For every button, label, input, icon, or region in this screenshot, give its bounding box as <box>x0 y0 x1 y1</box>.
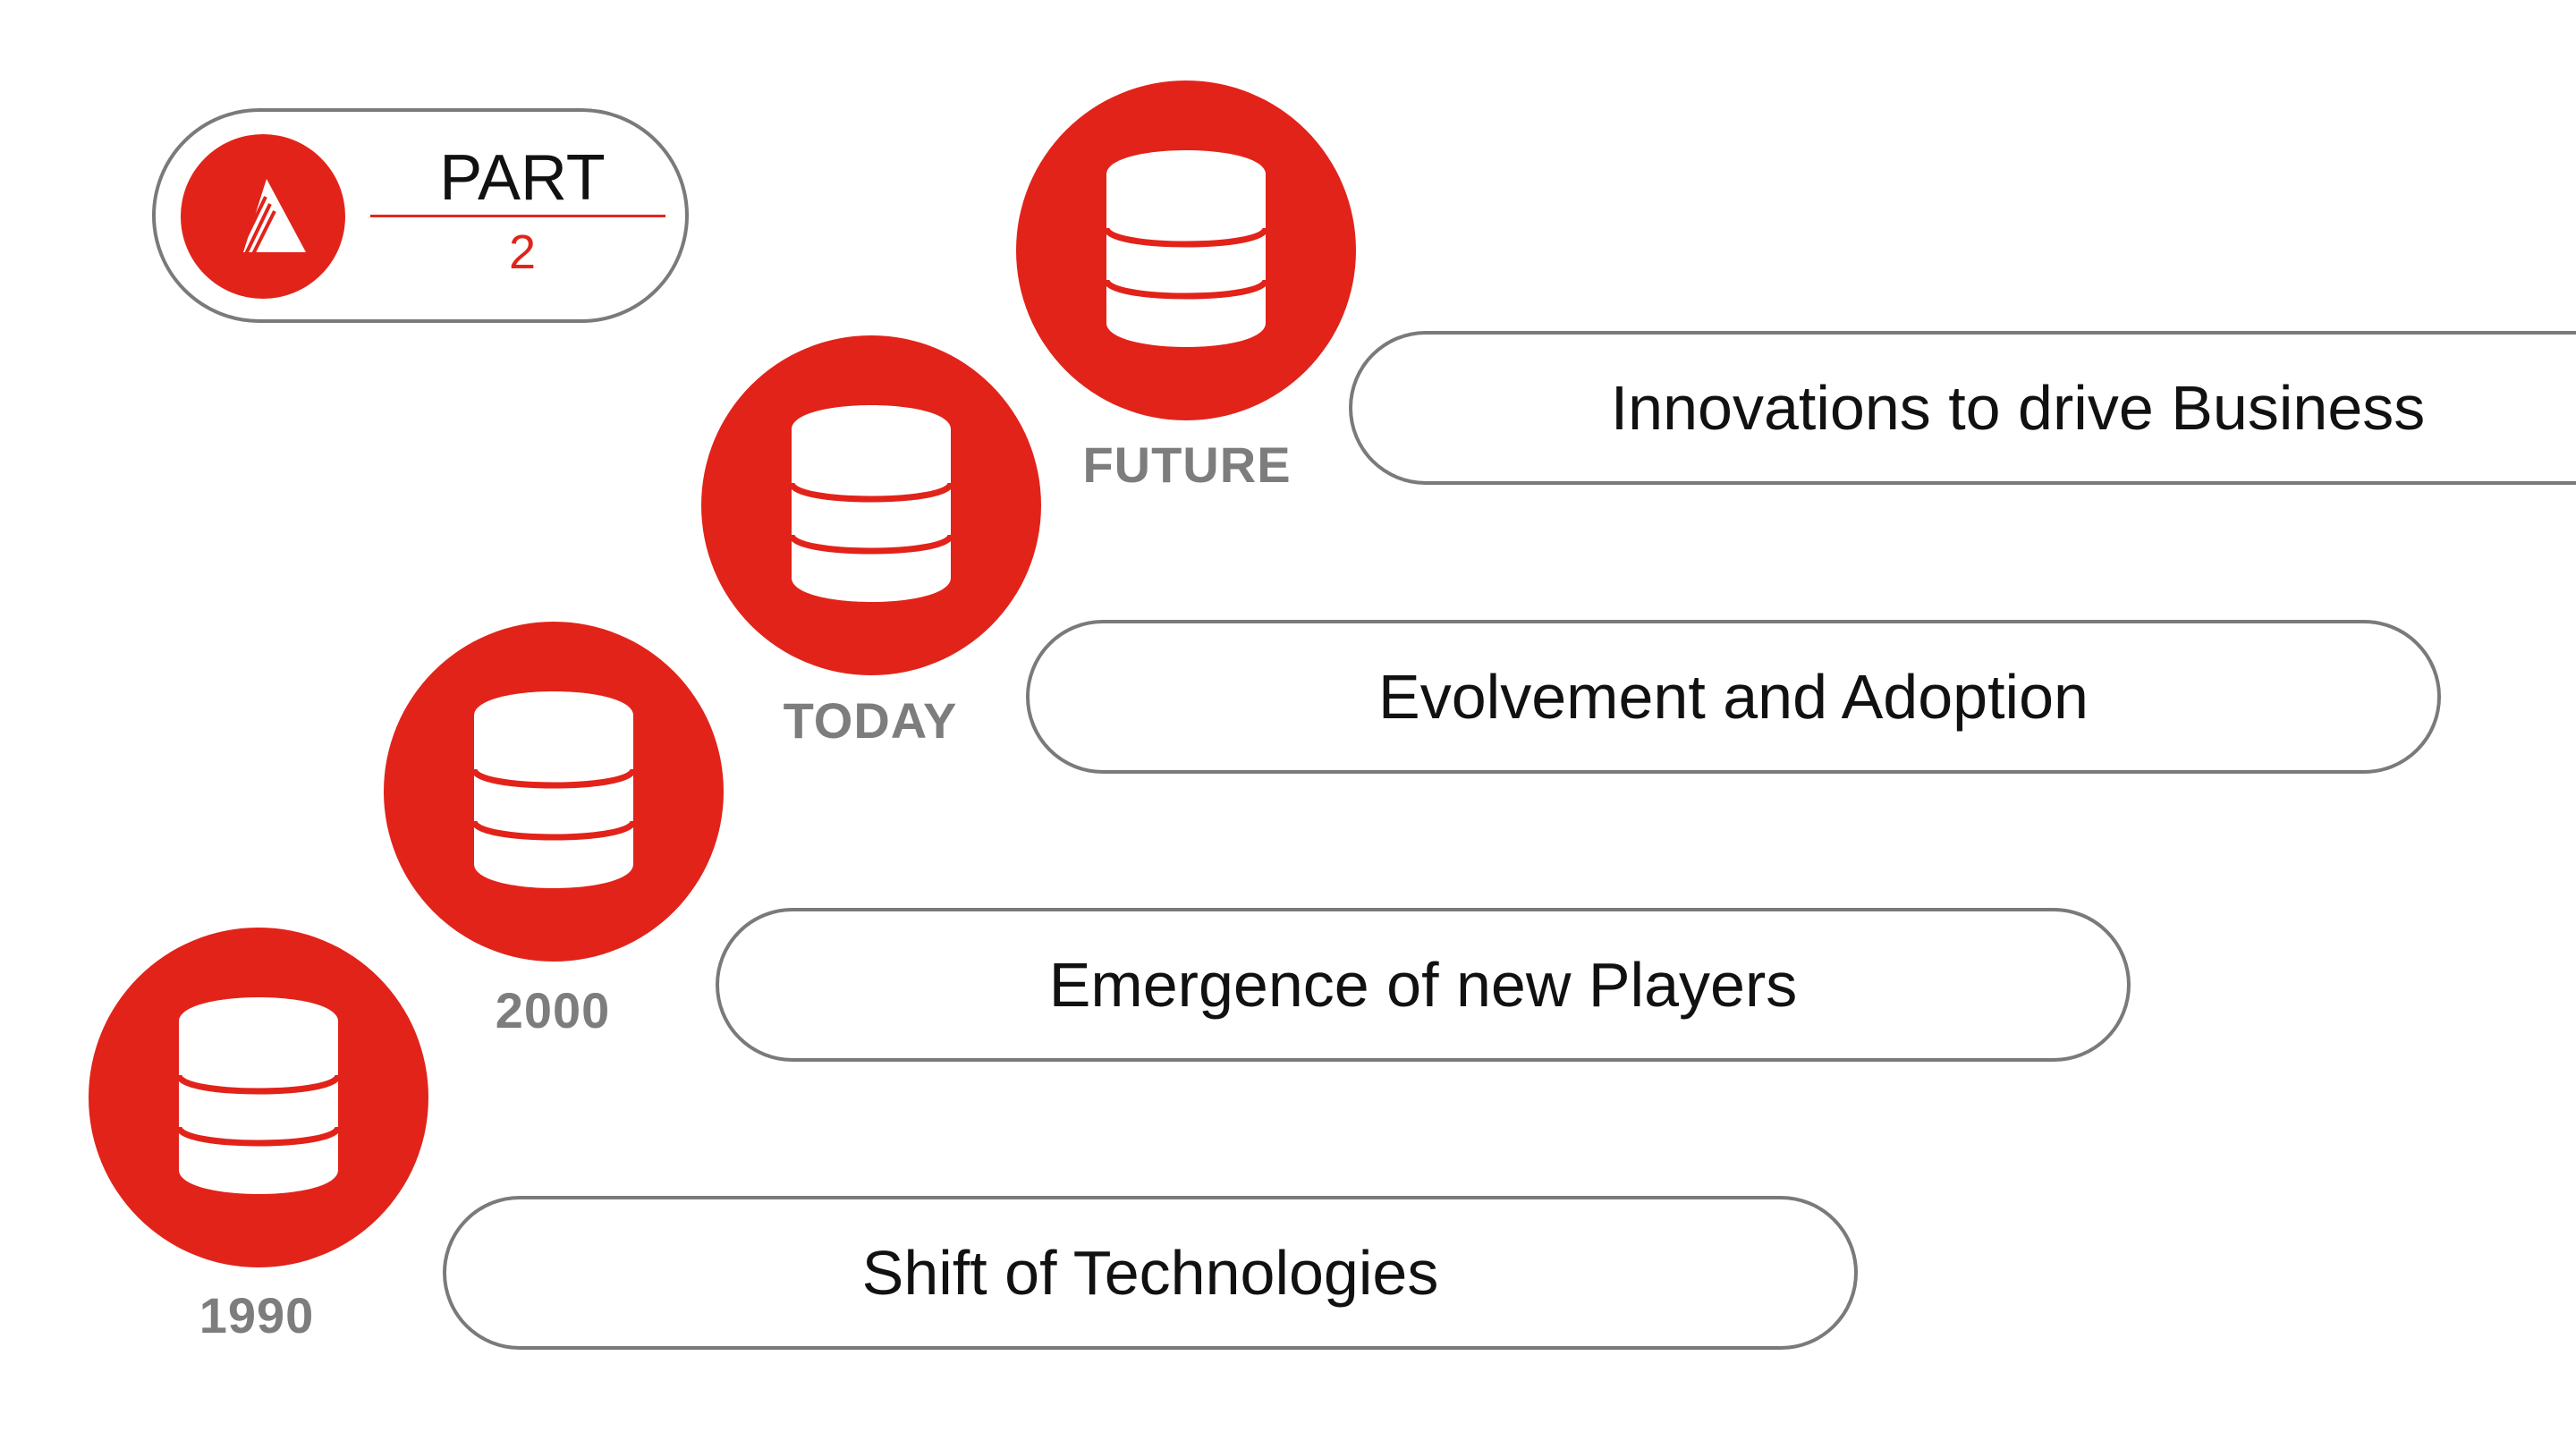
database-icon <box>788 405 954 602</box>
milestone-pill-today: Evolvement and Adoption <box>1026 620 2441 774</box>
milestone-pill-1990: Shift of Technologies <box>443 1196 1858 1350</box>
part-divider <box>370 215 665 217</box>
era-circle-2000 <box>384 622 724 962</box>
database-icon <box>175 997 342 1194</box>
era-label-2000: 2000 <box>495 982 611 1038</box>
era-circle-1990 <box>89 928 428 1267</box>
logo-badge-circle <box>181 134 345 299</box>
milestone-pill-future: Innovations to drive Business <box>1349 331 2576 485</box>
era-label-future: FUTURE <box>1082 436 1292 493</box>
milestone-pill-2000: Emergence of new Players <box>716 908 2131 1062</box>
part-number: 2 <box>508 225 537 279</box>
part-badge: PART 2 <box>152 108 689 323</box>
database-icon <box>470 691 637 888</box>
era-circle-future <box>1016 80 1356 420</box>
era-label-1990: 1990 <box>199 1287 315 1343</box>
database-icon <box>1103 150 1269 347</box>
triangle-stripes-logo-icon <box>227 179 306 260</box>
era-circle-today <box>701 335 1041 675</box>
era-label-today: TODAY <box>783 692 958 749</box>
part-label: PART <box>439 142 606 214</box>
